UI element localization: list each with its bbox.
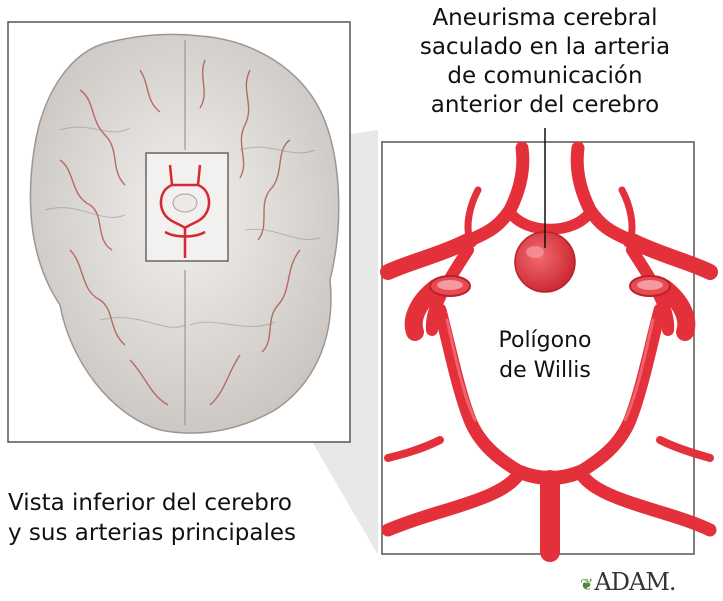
willis-label-line: de Willis [470,356,620,386]
willis-label-line: Polígono [470,326,620,356]
aneurysm-caption: Aneurisma cerebral saculado en la arteri… [380,4,710,120]
brain-view-caption-line: Vista inferior del cerebro [8,488,368,518]
brain-view-caption-line: y sus arterias principales [8,518,368,548]
aneurysm-caption-line: anterior del cerebro [380,91,710,120]
adam-logo: ❦ADAM. [580,568,676,596]
leaf-icon: ❦ [580,575,592,594]
aneurysm-caption-line: saculado en la arteria [380,33,710,62]
logo-text: ADAM. [594,568,675,596]
brain-view-caption: Vista inferior del cerebro y sus arteria… [8,488,368,548]
circle-of-willis-label: Polígono de Willis [470,326,620,386]
aneurysm-caption-line: Aneurisma cerebral [380,4,710,33]
aneurysm-caption-line: de comunicación [380,62,710,91]
